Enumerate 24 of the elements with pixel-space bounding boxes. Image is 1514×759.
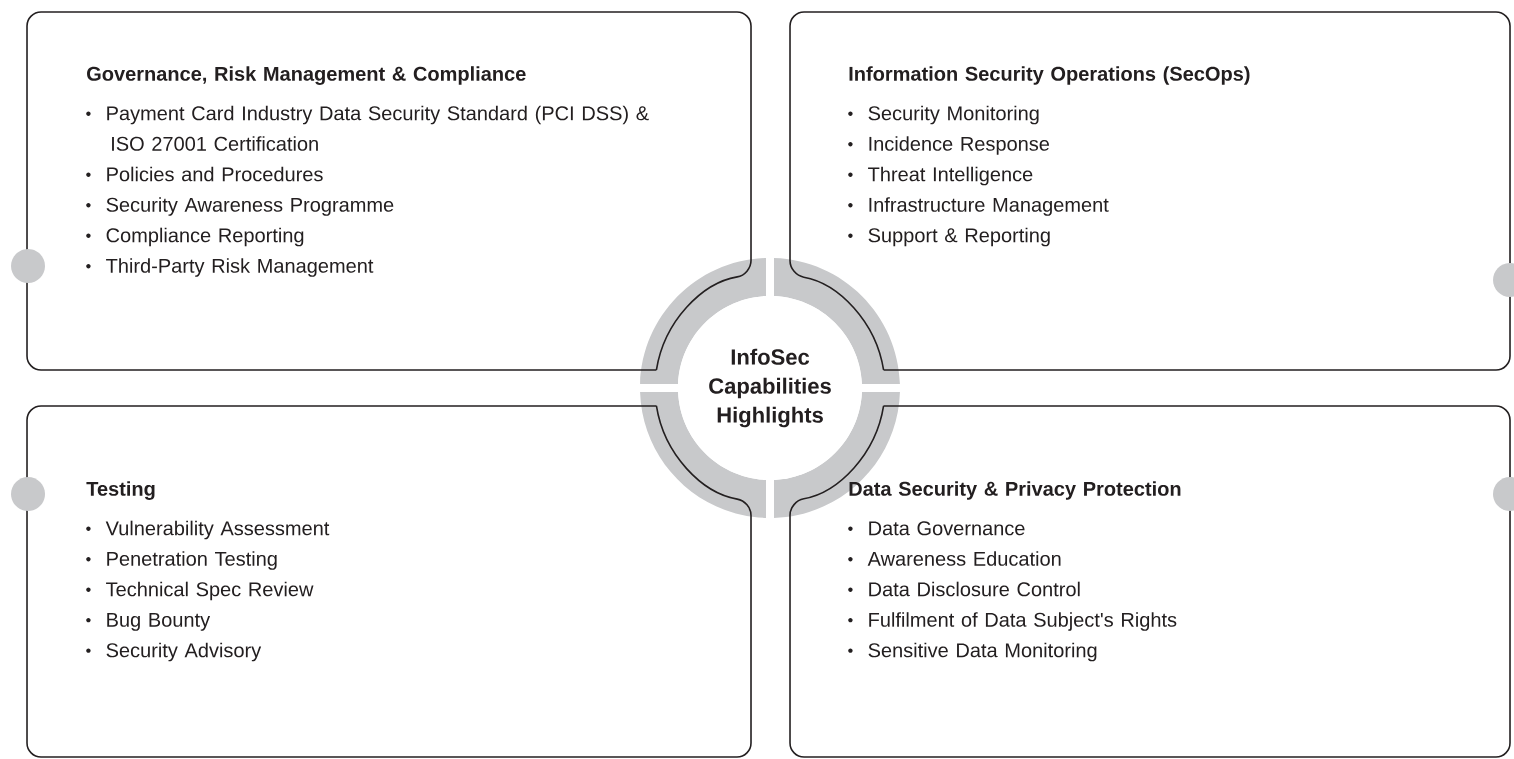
bullet-item: Awareness Education <box>867 551 1061 566</box>
bullet-item: Data Governance <box>869 521 1025 536</box>
bullet-item: Policies and Procedures <box>107 166 323 182</box>
panel-heading: Data Security & Privacy Protection <box>849 481 1181 500</box>
bullet-item: Support & Reporting <box>868 227 1050 247</box>
bullet-item: Technical Spec Review <box>106 581 314 601</box>
bullet-item: Third-Party Risk Management <box>106 258 374 277</box>
bullet-item: Security Advisory <box>106 642 262 662</box>
bullet-item: Security Awareness Programme <box>106 197 394 216</box>
panel-heading: Governance, Risk Management & Compliance <box>87 66 526 85</box>
bullet-item: Compliance Reporting <box>106 227 304 247</box>
bullet-item: Security Monitoring <box>868 105 1039 125</box>
bullet-item: Infrastructure Management <box>869 197 1109 216</box>
panel-heading: Information Security Operations (SecOps) <box>849 66 1250 85</box>
bullet-item: Fulfilment of Data Subject's Rights <box>869 612 1177 631</box>
bullet-item: Sensitive Data Monitoring <box>868 642 1097 662</box>
bullet-item: Data Disclosure Control <box>869 581 1080 597</box>
bullet-item: Penetration Testing <box>107 551 277 570</box>
bullet-item: Incidence Response <box>869 136 1049 155</box>
bullet-item: Threat Intelligence <box>868 166 1033 186</box>
panel-heading: Testing <box>86 481 155 500</box>
bullet-item: Bug Bounty <box>107 612 211 631</box>
bullet-item: Vulnerability Assessment <box>105 520 330 540</box>
bullet-item: Payment Card Industry Data Security Standard (PCI DSS) & ISO 27001 Certification <box>107 105 649 151</box>
